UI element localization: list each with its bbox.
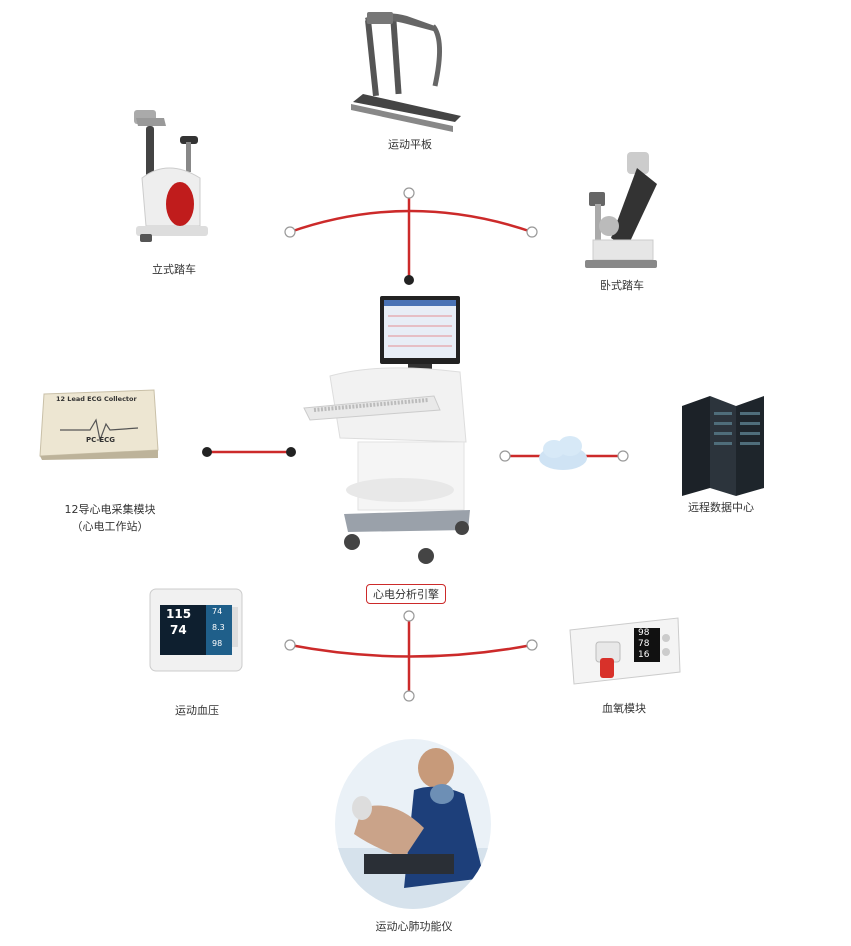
spo2-value-2: 78 xyxy=(638,639,650,649)
upright-bike-icon xyxy=(134,110,208,242)
cloud-icon xyxy=(539,436,587,470)
bp-value-2: 74 xyxy=(212,607,223,616)
node-top-right xyxy=(526,226,538,238)
node-top-left xyxy=(284,226,296,238)
node-left-inner xyxy=(286,447,296,457)
node-bottom-top xyxy=(403,610,415,622)
supine-bike-icon xyxy=(585,152,657,268)
node-right-inner xyxy=(499,450,511,462)
upright-bike-label: 立式踏车 xyxy=(152,263,196,276)
bp-value-1: 115 xyxy=(166,607,192,621)
top-arc-connector xyxy=(289,209,533,234)
bp-value-5: 98 xyxy=(212,639,223,648)
ecg-module-title: 12 Lead ECG Collector xyxy=(56,395,137,403)
bottom-arc-connector xyxy=(289,643,533,658)
ecg-module-label-line1: 12导心电采集模块 xyxy=(64,503,156,516)
ecg-cart-icon xyxy=(303,296,470,564)
bp-value-3: 74 xyxy=(170,623,187,637)
ecg-module-icon: 12 Lead ECG Collector PC-ECG xyxy=(38,388,160,460)
ecg-module-label-line2: （心电工作站） xyxy=(71,520,149,533)
node-top-engine xyxy=(404,275,414,285)
center-engine-label: 心电分析引擎 xyxy=(366,584,446,604)
spo2-value-1: 98 xyxy=(638,628,650,638)
spo2-module-label: 血氧模块 xyxy=(602,702,646,715)
treadmill-icon xyxy=(351,12,461,132)
node-top-center xyxy=(403,187,415,199)
node-bottom-right xyxy=(526,639,538,651)
node-left-outer xyxy=(202,447,212,457)
node-bottom-bottom xyxy=(403,690,415,702)
cpet-label: 运动心肺功能仪 xyxy=(375,920,453,933)
bp-value-4: 8.3 xyxy=(212,623,225,632)
cpet-photo-icon xyxy=(335,739,491,909)
treadmill-label: 运动平板 xyxy=(388,138,432,151)
data-center-label: 远程数据中心 xyxy=(688,501,754,514)
ecg-module-model: PC-ECG xyxy=(86,436,115,444)
supine-bike-label: 卧式踏车 xyxy=(600,279,644,292)
exercise-bp-label: 运动血压 xyxy=(175,704,219,717)
server-rack-icon xyxy=(682,396,764,496)
spo2-module-icon: 98 78 16 xyxy=(566,614,684,688)
spo2-value-3: 16 xyxy=(638,650,650,660)
node-bottom-left xyxy=(284,639,296,651)
node-right-outer xyxy=(617,450,629,462)
bp-monitor-icon: 115 74 74 8.3 98 xyxy=(148,587,244,673)
